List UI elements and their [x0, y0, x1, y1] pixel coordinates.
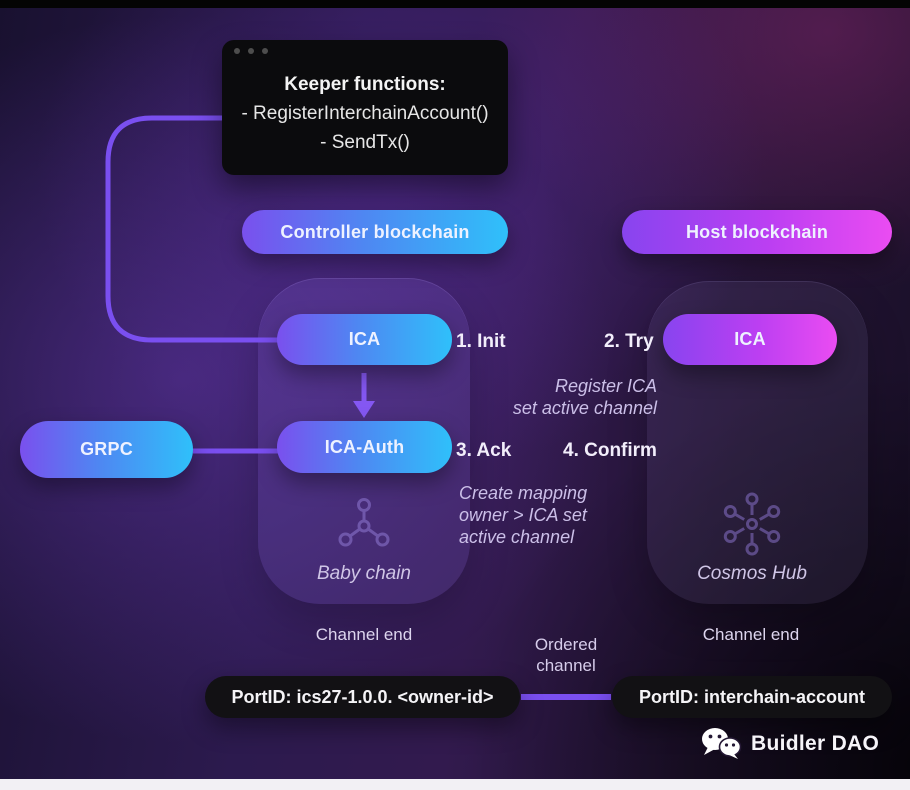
top-edge-bar: [0, 0, 910, 8]
step-try-label: 2. Try: [604, 331, 654, 352]
channel-end-left-label: Channel end: [315, 625, 413, 644]
brand-footer: Buidler DAO: [700, 726, 879, 762]
host-blockchain-header: Host blockchain: [622, 210, 892, 254]
port-id-left-pill: PortID: ics27-1.0.0. <owner-id>: [205, 676, 520, 718]
step-init-label: 1. Init: [456, 331, 506, 352]
port-id-right-pill: PortID: interchain-account: [612, 676, 892, 718]
terminal-title: Keeper functions:: [284, 74, 446, 95]
controller-blockchain-header: Controller blockchain: [242, 210, 508, 254]
window-dot: [262, 48, 268, 54]
window-dot: [234, 48, 240, 54]
ordered-channel-label: Ordered channel: [534, 635, 598, 675]
register-note: Register ICA set active channel: [512, 376, 657, 418]
terminal-line: - RegisterInterchainAccount(): [241, 103, 489, 124]
bottom-edge-bar: [0, 779, 910, 790]
baby-chain-label: Baby chain: [316, 563, 411, 584]
terminal-window: Keeper functions: - RegisterInterchainAc…: [222, 40, 508, 175]
cosmos-hub-label: Cosmos Hub: [697, 563, 807, 584]
wechat-icon: [702, 728, 742, 759]
step-confirm-label: 4. Confirm: [563, 440, 657, 461]
ica-auth-pill: ICA-Auth: [277, 421, 452, 473]
network-node-icon: [338, 498, 390, 547]
step-ack-label: 3. Ack: [456, 440, 512, 461]
hub-spoke-icon: [723, 492, 781, 556]
grpc-pill: GRPC: [20, 421, 193, 478]
window-dot: [248, 48, 254, 54]
brand-label: Buidler DAO: [751, 732, 880, 755]
ica-host-pill: ICA: [663, 314, 837, 365]
channel-end-right-label: Channel end: [702, 625, 800, 644]
window-dots: [234, 48, 268, 54]
ica-controller-pill: ICA: [277, 314, 452, 365]
terminal-line: - SendTx(): [320, 132, 410, 153]
create-mapping-note: Create mapping owner > ICA set active ch…: [459, 483, 588, 547]
